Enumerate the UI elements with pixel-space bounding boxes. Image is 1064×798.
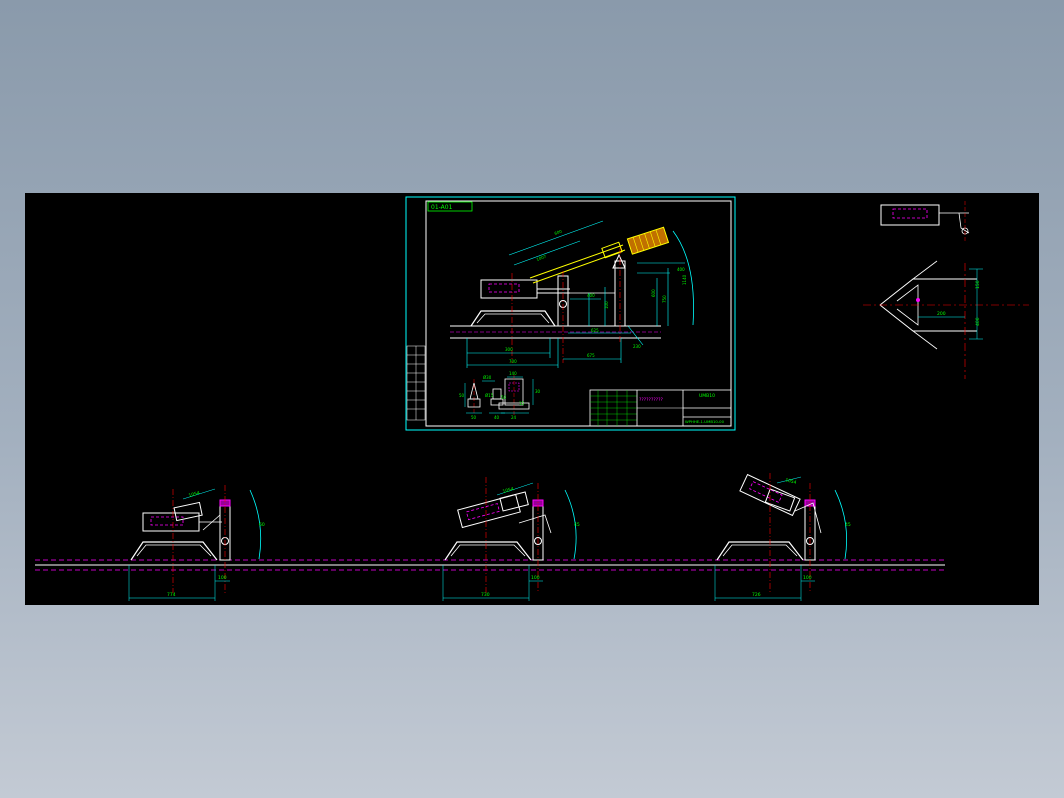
dim-main-4: 100 (604, 301, 609, 309)
dim-detail-right-1: 30 (535, 389, 541, 394)
dim-main-3: 750 (662, 295, 667, 303)
dim-detail-left-2: 40 (494, 415, 500, 420)
dim-main-1: 1007 (536, 254, 548, 262)
dim-main-11: 230 (633, 344, 641, 349)
dim-view1-angle: 60 (259, 522, 265, 528)
detail-view-right: 140 30 15 24 50 (498, 371, 541, 420)
bottom-rail (35, 559, 945, 571)
dim-top-right-1: 400 (975, 317, 981, 326)
dim-view3-angle: 45 (845, 522, 851, 528)
dim-main-2: 600 (651, 289, 656, 297)
dim-view3-small: 100 (803, 575, 812, 581)
dim-detail-left-4: Ø15 (485, 393, 494, 398)
position-view-1: 1054 774 100 60 (128, 485, 265, 601)
title-block: ?????????? UMB10 WPHHE-1-UMB10-00 (589, 389, 732, 427)
dim-detail-right-0: 140 (509, 371, 517, 376)
dim-view2-small: 100 (531, 575, 540, 581)
dim-view2-width: 730 (481, 592, 490, 598)
dim-view1-width: 774 (167, 592, 176, 598)
dim-main-12: 400 (677, 267, 685, 272)
position-view-2: 1054 730 100 45 (442, 477, 580, 601)
drawing-number: 01-A01 (431, 204, 453, 211)
top-right-detail-view: 150 400 200 (863, 201, 1029, 379)
dim-detail-left-0: Ø30 (483, 375, 492, 380)
dim-view3-top: 1054 (784, 477, 797, 486)
cad-model-space[interactable]: 01-A01 (25, 193, 1039, 605)
dim-main-8: 625 (591, 328, 599, 333)
cad-drawing: 01-A01 (35, 196, 1029, 601)
detail-view-left: Ø30 50 40 50 Ø15 (459, 375, 505, 420)
dim-detail-right-2: 15 (519, 401, 525, 406)
dim-detail-left-3: 50 (459, 393, 465, 398)
dim-detail-left-1: 50 (471, 415, 477, 420)
dim-view1-top: 1054 (188, 490, 201, 499)
dim-main-6: 700 (509, 359, 517, 364)
title-block-sub: WPHHE-1-UMB10-00 (685, 419, 725, 424)
dim-detail-right-4: 50 (501, 395, 507, 400)
dim-view2-angle: 45 (574, 522, 580, 528)
dim-view1-small: 100 (218, 575, 227, 581)
title-block-code: UMB10 (699, 393, 715, 399)
dim-top-right-0: 150 (975, 280, 981, 289)
drawing-sheet: 01-A01 (405, 196, 736, 431)
main-elevation-view: 600 1007 600 750 100 300 700 675 625 114… (450, 220, 694, 368)
dim-main-7: 675 (587, 353, 595, 358)
title-block-name: ?????????? (639, 397, 663, 403)
dim-view3-width: 726 (752, 592, 761, 598)
dim-main-10: 400 (587, 293, 595, 298)
dim-view2-top: 1054 (502, 486, 515, 495)
dim-main-9: 1140 (682, 274, 687, 285)
dim-top-right-2: 200 (937, 311, 946, 317)
revision-strip (406, 345, 426, 421)
dim-main-0: 600 (554, 228, 563, 235)
position-view-3: 1054 726 100 45 (714, 473, 851, 601)
dim-detail-right-3: 24 (511, 415, 517, 420)
dim-main-5: 300 (505, 347, 513, 352)
